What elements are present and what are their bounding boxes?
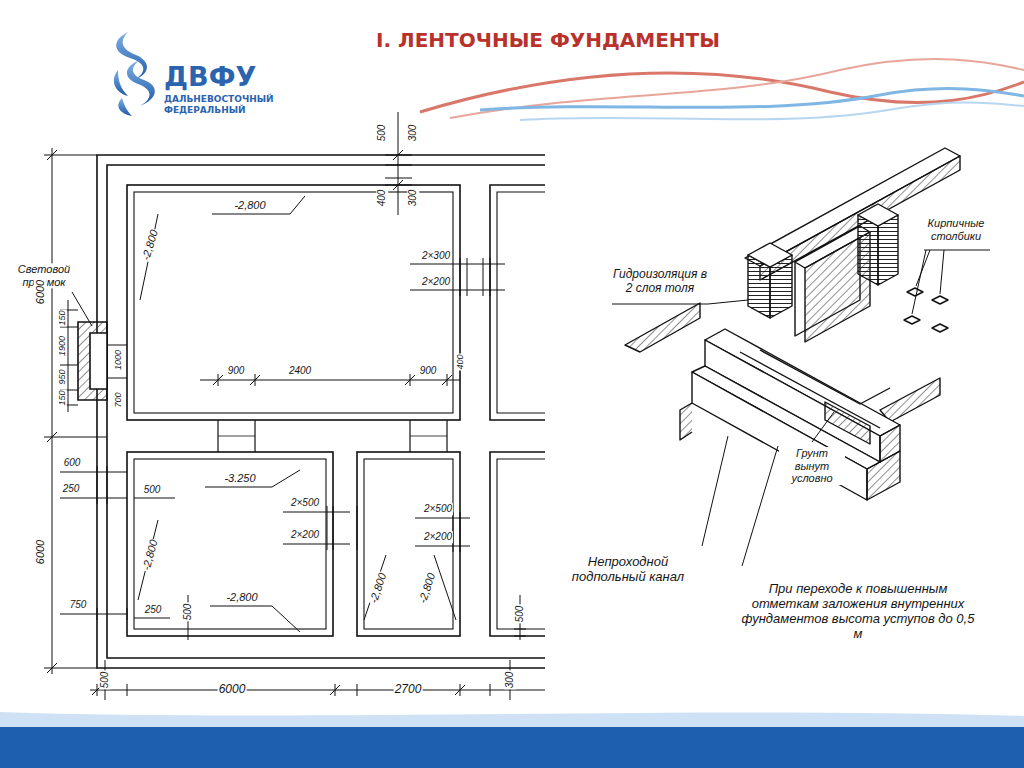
elevation-mark: -2,800 xyxy=(225,591,258,604)
dimension-label: 900 xyxy=(419,365,438,377)
callout-note: Гидроизоляция в 2 слоя толя xyxy=(609,268,711,296)
callout-note: При переходе к повышенным отметкам залож… xyxy=(735,582,982,642)
callout-note: Непроходной подпольный канал xyxy=(557,555,699,585)
logo-text: ДВФУ xyxy=(163,61,257,92)
dimension-label: 6000 xyxy=(218,683,247,697)
dimension-lines xyxy=(44,112,545,700)
dimension-label: 500 xyxy=(514,605,526,624)
dimension-label: 900 xyxy=(227,365,246,377)
dimension-label: 150 xyxy=(57,389,67,406)
callout-note: Кирпичные столбики xyxy=(918,217,994,242)
logo-subtitle: ФЕДЕРАЛЬНЫЙ xyxy=(163,105,247,115)
footer-band xyxy=(0,727,1024,768)
dimension-label: 2700 xyxy=(394,683,423,697)
dimension-label: 1000 xyxy=(113,349,123,371)
dimension-label: 300 xyxy=(407,124,419,143)
logo-mark xyxy=(114,32,155,116)
isometric-foundation xyxy=(625,148,960,500)
dimension-label: 400 xyxy=(455,353,465,370)
dimension-label: 500 xyxy=(376,124,388,143)
dimension-label: 6000 xyxy=(34,279,47,305)
dimension-label: 1900 xyxy=(57,335,67,357)
dimension-label: 2×200 xyxy=(423,531,453,543)
dimension-label: 2×500 xyxy=(423,503,453,515)
logo-subtitle: ДАЛЬНЕВОСТОЧНЫЙ xyxy=(163,94,275,104)
leader-lines xyxy=(72,196,456,632)
dimension-label: 6000 xyxy=(34,539,47,565)
dimension-label: 2×200 xyxy=(290,529,320,541)
dimension-label: 400 xyxy=(376,189,388,208)
dimension-label: 150 xyxy=(57,309,67,326)
dimension-label: 500 xyxy=(143,484,162,496)
dimension-label: 300 xyxy=(407,189,419,208)
dimension-label: 2×500 xyxy=(290,497,320,509)
dimension-label: 700 xyxy=(113,391,123,408)
dimension-label: 500 xyxy=(182,603,194,622)
dimension-label: 300 xyxy=(504,671,516,690)
dimension-label: 950 xyxy=(57,368,67,385)
dimension-label: 2400 xyxy=(288,365,312,377)
dimension-label: 600 xyxy=(63,457,82,469)
header-waves xyxy=(420,59,1024,120)
dimension-label: 2×200 xyxy=(421,276,451,288)
elevation-mark: -3.250 xyxy=(223,472,256,485)
footer-wave xyxy=(0,712,1024,768)
elevation-mark: -2,800 xyxy=(233,199,266,212)
elevation-mark: -2,800 xyxy=(139,227,161,262)
dimension-label: 500 xyxy=(99,671,111,690)
dimension-label: 250 xyxy=(144,604,163,616)
iso-leader-lines xyxy=(612,250,990,566)
dimension-label: 2×300 xyxy=(421,250,451,262)
elevation-mark: -2,800 xyxy=(416,570,438,605)
dimension-label: 250 xyxy=(62,483,81,495)
elevation-mark: -2,800 xyxy=(140,537,161,572)
foundation-plan xyxy=(78,155,545,668)
slide-title: I. ЛЕНТОЧНЫЕ ФУНДАМЕНТЫ xyxy=(376,29,720,52)
elevation-mark: -2,800 xyxy=(367,570,389,605)
dimension-label: 750 xyxy=(69,599,88,611)
callout-note: Грунт вынут условно xyxy=(779,447,845,485)
